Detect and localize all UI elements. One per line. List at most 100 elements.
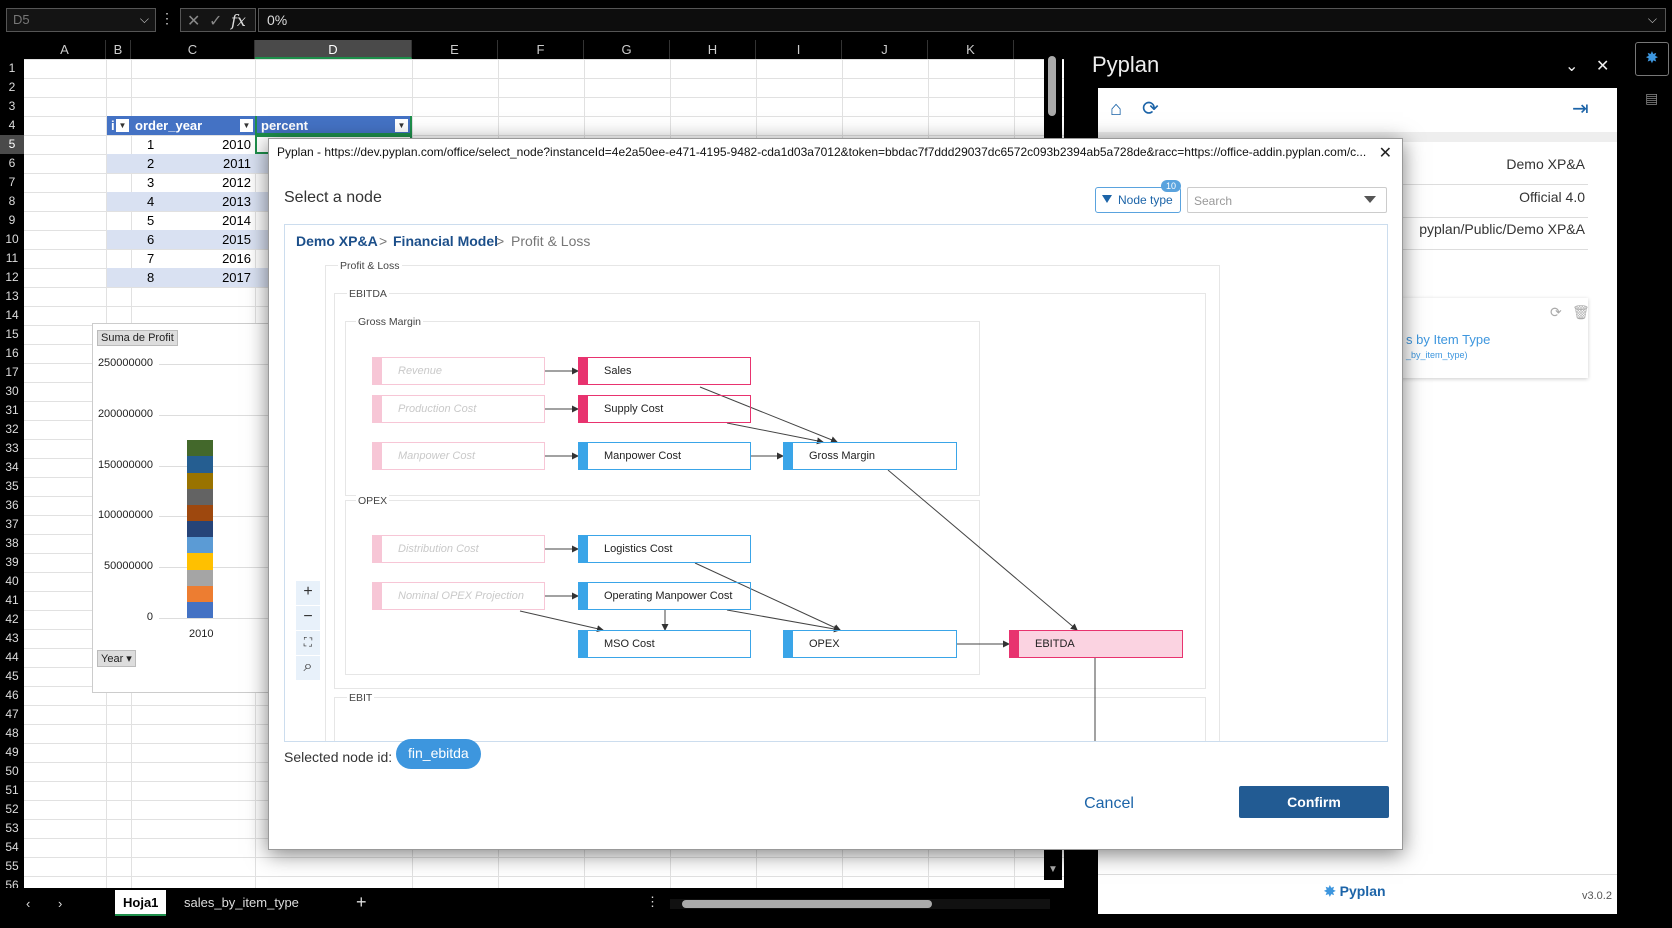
table-cell[interactable]: 1 [147,137,155,152]
row-header[interactable]: 9 [8,213,16,227]
row-header[interactable]: 39 [5,555,19,569]
node-supply-cost[interactable]: Supply Cost [578,395,751,423]
node-mso-cost[interactable]: MSO Cost [578,630,751,658]
row-header[interactable]: 1 [8,61,16,75]
node-manpower-cost-input[interactable]: Manpower Cost [372,442,545,470]
sheet-icon[interactable]: ▤ [1645,90,1659,106]
table-cell[interactable]: 2010 [222,137,251,152]
prev-sheet-icon[interactable]: ‹ [26,896,31,911]
scroll-thumb[interactable] [1048,56,1056,116]
axis-field-button[interactable]: Year ▾ [97,650,136,667]
node-gross-margin[interactable]: Gross Margin [783,442,957,470]
refresh-icon[interactable]: ⟳ [1142,98,1159,120]
bar-segment[interactable] [187,440,213,457]
close-icon[interactable]: ✕ [1596,58,1610,75]
row-header[interactable]: 48 [5,726,19,740]
table-cell[interactable]: 5 [147,213,155,228]
row-header[interactable]: 16 [5,346,19,360]
node-manpower-cost[interactable]: Manpower Cost [578,442,751,470]
node-production-cost[interactable]: Production Cost [372,395,545,423]
field-button[interactable]: Suma de Profit [97,330,178,346]
filter-icon[interactable]: ▼ [240,119,253,132]
bar-segment[interactable] [187,472,213,489]
name-box[interactable]: D5⌵ [6,8,156,32]
fit-screen-icon[interactable]: ⛶ [296,631,320,655]
close-icon[interactable]: ✕ [1378,145,1392,162]
search-input[interactable]: Search [1187,187,1387,213]
row-header[interactable]: 11 [5,251,19,265]
column-header[interactable]: I [756,40,842,59]
cancel-icon[interactable]: ✕ [187,13,201,30]
chevron-down-icon[interactable]: ⌵ [1647,12,1657,26]
node-logistics-cost[interactable]: Logistics Cost [578,535,751,563]
bar-segment[interactable] [187,537,213,554]
row-header[interactable]: 52 [5,802,19,816]
row-header[interactable]: 14 [5,308,19,322]
node-type-filter-button[interactable]: Node type 10 [1095,180,1181,213]
column-header[interactable]: D [255,40,412,59]
node-operating-manpower-cost[interactable]: Operating Manpower Cost [578,582,751,610]
table-cell[interactable]: 8 [147,270,155,285]
row-header[interactable]: 47 [5,707,19,721]
bar-segment[interactable] [187,504,213,521]
table-cell[interactable]: 2014 [222,213,251,228]
row-header[interactable]: 41 [5,593,19,607]
table-cell[interactable]: 4 [147,194,155,209]
zoom-in-icon[interactable]: + [296,581,320,605]
column-header[interactable]: A [24,40,106,59]
column-header[interactable]: J [842,40,928,59]
bar-segment[interactable] [187,585,213,602]
formula-input[interactable]: 0%⌵ [258,8,1666,32]
row-header[interactable]: 31 [5,403,19,417]
row-header[interactable]: 5 [0,135,24,154]
column-header[interactable]: K [928,40,1014,59]
row-header[interactable]: 17 [5,365,19,379]
row-header[interactable]: 3 [8,99,16,113]
node-revenue[interactable]: Revenue [372,357,545,385]
table-cell[interactable]: 3 [147,175,155,190]
row-header[interactable]: 10 [5,232,19,246]
filter-icon[interactable]: ▼ [116,119,129,132]
row-header[interactable]: 36 [5,498,19,512]
chevron-down-icon[interactable]: ⌄ [1565,58,1579,75]
row-header[interactable]: 53 [5,821,19,835]
sheet-tab[interactable]: sales_by_item_type [184,895,299,910]
row-header[interactable]: 30 [5,384,19,398]
row-header[interactable]: 42 [5,612,19,626]
horizontal-scrollbar[interactable] [670,899,1050,909]
row-header[interactable]: 32 [5,422,19,436]
row-header[interactable]: 55 [5,859,19,873]
row-header[interactable]: 49 [5,745,19,759]
filter-icon[interactable]: ▼ [395,119,408,132]
cancel-button[interactable]: Cancel [1084,795,1134,812]
row-header[interactable]: 45 [5,669,19,683]
zoom-out-icon[interactable]: − [296,606,320,630]
bar-segment[interactable] [187,456,213,473]
breadcrumb-item[interactable]: Financial Model [393,233,499,249]
refresh-icon[interactable]: ⟳ [1550,304,1562,320]
scroll-thumb[interactable] [682,900,932,908]
more-icon[interactable]: ⋮ [160,10,174,26]
bar-segment[interactable] [187,569,213,586]
zoom-search-icon[interactable]: ⌕ [296,656,320,680]
row-header[interactable]: 12 [5,270,19,284]
bar-segment[interactable] [187,521,213,538]
next-sheet-icon[interactable]: › [58,896,63,911]
table-cell[interactable]: 2015 [222,232,251,247]
table-cell[interactable]: 2013 [222,194,251,209]
row-header[interactable]: 46 [5,688,19,702]
row-header[interactable]: 50 [5,764,19,778]
table-cell[interactable]: 2 [147,156,155,171]
node-ebitda[interactable]: EBITDA [1009,630,1183,658]
row-header[interactable]: 38 [5,536,19,550]
row-header[interactable]: 4 [8,118,16,132]
column-header[interactable]: C [131,40,255,59]
table-cell[interactable]: 2016 [222,251,251,266]
table-card[interactable]: s by Item Type _by_item_type) ⟳ 🗑 [1388,298,1590,378]
chevron-down-icon[interactable] [1364,196,1376,203]
row-header[interactable]: 8 [8,194,16,208]
row-header[interactable]: 15 [5,327,19,341]
diagram-canvas[interactable]: Demo XP&A > Financial Model > Profit & L… [284,224,1388,742]
node-nominal-opex-projection[interactable]: Nominal OPEX Projection [372,582,545,610]
table-cell[interactable]: 7 [147,251,155,266]
